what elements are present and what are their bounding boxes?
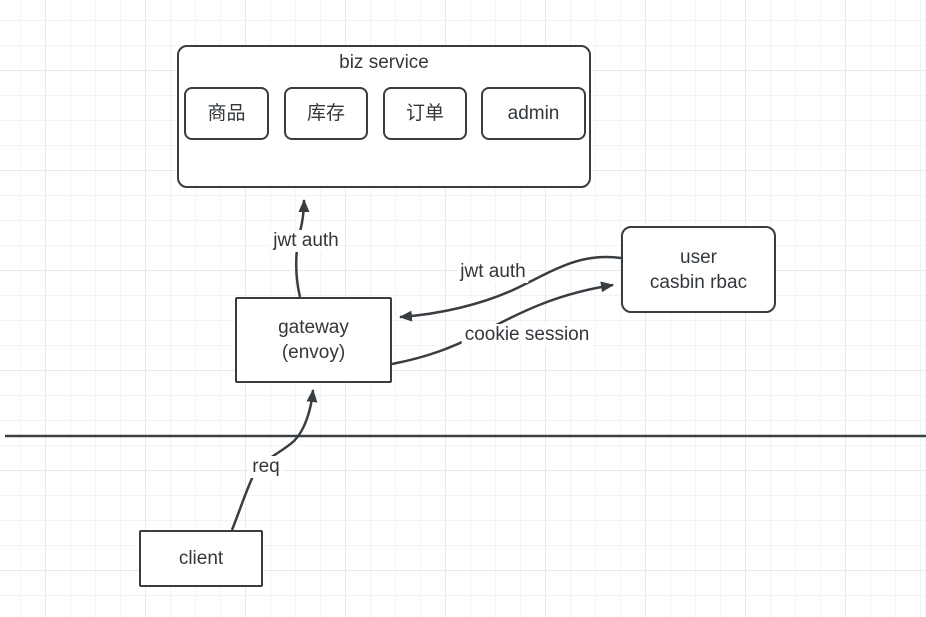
- node-admin[interactable]: admin: [481, 87, 586, 140]
- client-label: client: [178, 548, 224, 569]
- edge-label-cookie-session[interactable]: cookie session: [461, 324, 593, 346]
- node-user[interactable]: user casbin rbac: [621, 226, 776, 313]
- admin-label: admin: [507, 103, 560, 124]
- product-label: 商品: [207, 103, 246, 124]
- edge-label-jwt-auth-up[interactable]: jwt auth: [270, 230, 342, 252]
- gateway-label-line2: (envoy): [281, 342, 346, 363]
- user-label-line2: casbin rbac: [649, 271, 748, 293]
- node-product[interactable]: 商品: [184, 87, 269, 140]
- edge-label-jwt-auth-curve[interactable]: jwt auth: [457, 261, 529, 283]
- node-client[interactable]: client: [139, 530, 263, 587]
- node-order[interactable]: 订单: [383, 87, 467, 140]
- node-gateway[interactable]: gateway (envoy): [235, 297, 392, 383]
- biz-service-title: biz service: [339, 52, 429, 73]
- edge-label-req[interactable]: req: [249, 456, 283, 478]
- order-label: 订单: [405, 103, 444, 124]
- gateway-label-line1: gateway: [278, 317, 349, 338]
- inventory-label: 库存: [306, 103, 345, 124]
- edge-jwt-auth-user-to-gateway[interactable]: [399, 255, 622, 322]
- user-label-line1: user: [680, 246, 717, 268]
- node-inventory[interactable]: 库存: [284, 87, 368, 140]
